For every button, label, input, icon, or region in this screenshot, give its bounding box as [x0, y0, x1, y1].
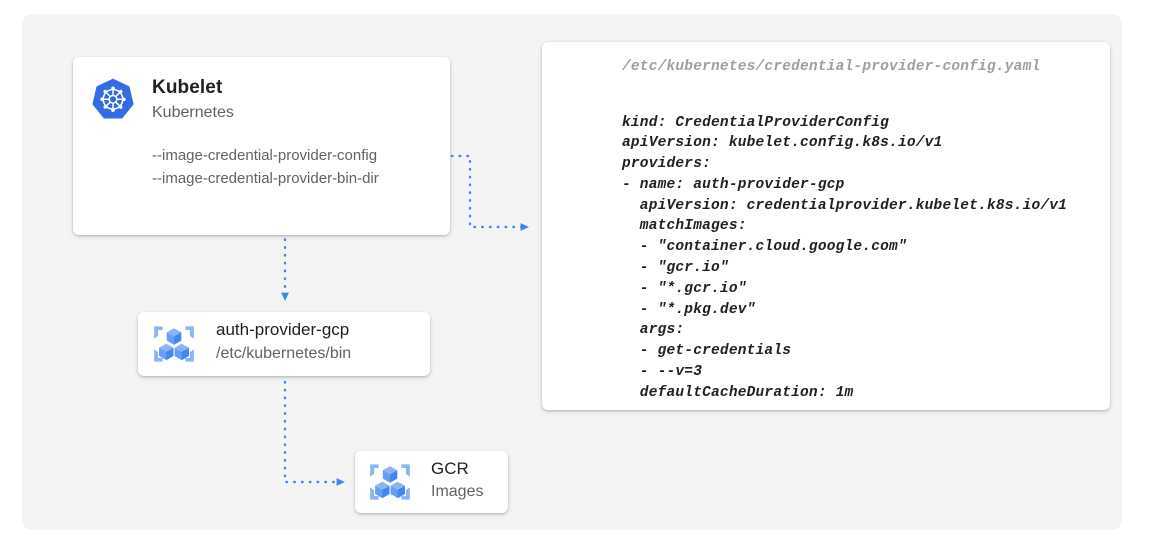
kubelet-flag-bin-dir: --image-credential-provider-bin-dir [152, 170, 379, 187]
yaml-file-path: /etc/kubernetes/credential-provider-conf… [622, 59, 1041, 75]
container-registry-icon [370, 464, 410, 500]
auth-provider-gcp-card[interactable]: auth-provider-gcp /etc/kubernetes/bin [138, 312, 430, 376]
yaml-content: kind: CredentialProviderConfig apiVersio… [622, 114, 1068, 401]
kubelet-subtitle: Kubernetes [152, 104, 234, 121]
kubelet-title: Kubelet [152, 77, 223, 98]
kubelet-card[interactable]: Kubelet Kubernetes --image-credential-pr… [73, 57, 450, 235]
auth-provider-title: auth-provider-gcp [216, 320, 350, 339]
gcr-card[interactable]: GCR Images [355, 451, 508, 513]
gcr-subtitle: Images [431, 483, 484, 500]
container-registry-icon [154, 326, 194, 362]
kubelet-flag-config: --image-credential-provider-config [152, 147, 378, 164]
auth-provider-path: /etc/kubernetes/bin [216, 345, 352, 362]
kubernetes-logo-icon [92, 78, 134, 119]
credential-provider-config-panel[interactable]: /etc/kubernetes/credential-provider-conf… [542, 42, 1110, 410]
gcr-title: GCR [431, 459, 469, 478]
